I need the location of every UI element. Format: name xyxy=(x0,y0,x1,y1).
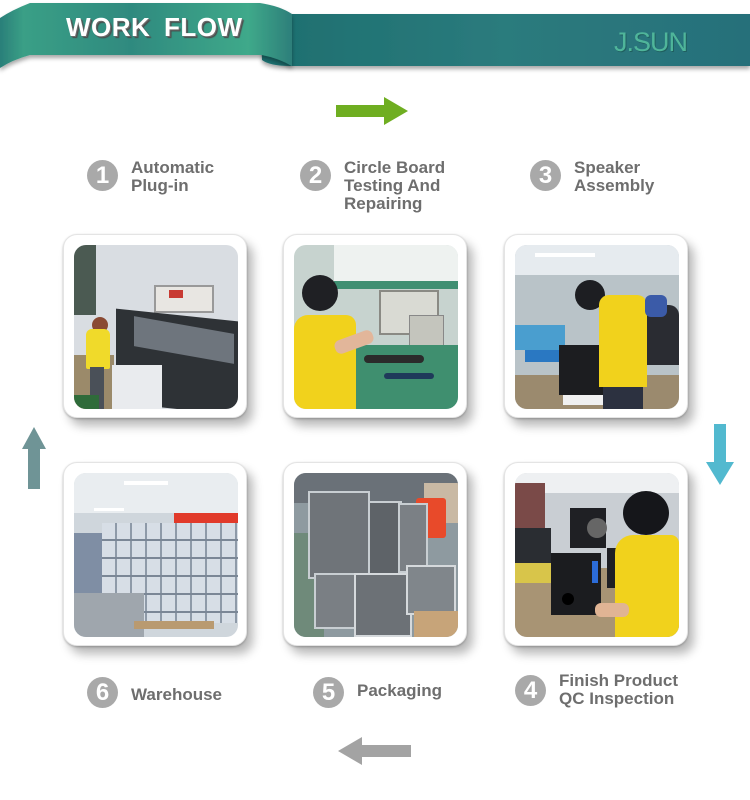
step-number-badge: 1 xyxy=(87,160,118,191)
photo-warehouse xyxy=(74,473,238,637)
step-1-label: 1 Automatic Plug-in xyxy=(87,159,214,195)
photo-automatic-plug-in xyxy=(74,245,238,409)
step-3-label: 3 Speaker Assembly xyxy=(530,159,654,195)
ribbon-graphic xyxy=(0,3,750,68)
step-4-label: 4 Finish Product QC Inspection xyxy=(515,672,678,708)
photo-card-speaker-assembly xyxy=(504,234,688,418)
arrow-right-icon xyxy=(336,97,408,125)
arrow-up-icon xyxy=(22,427,46,489)
step-2-label: 2 Circle Board Testing And Repairing xyxy=(300,159,445,213)
step-number-badge: 5 xyxy=(313,677,344,708)
step-number-badge: 6 xyxy=(87,677,118,708)
step-6-label: 6 Warehouse xyxy=(87,676,222,708)
photo-card-qc-inspection xyxy=(504,462,688,646)
photo-card-automatic-plug-in xyxy=(63,234,247,418)
photo-card-packaging xyxy=(283,462,467,646)
brand-logo: J.SUN xyxy=(614,27,688,57)
arrow-down-icon xyxy=(706,424,734,485)
photo-card-warehouse xyxy=(63,462,247,646)
step-number-badge: 2 xyxy=(300,160,331,191)
photo-packaging xyxy=(294,473,458,637)
arrow-left-icon xyxy=(338,737,411,765)
step-5-label: 5 Packaging xyxy=(313,676,442,708)
photo-speaker-assembly xyxy=(515,245,679,409)
header-banner: WORK FLOW J.SUN xyxy=(0,0,750,75)
step-title: Automatic Plug-in xyxy=(131,158,215,195)
step-number-badge: 3 xyxy=(530,160,561,191)
step-title: Packaging xyxy=(357,681,443,700)
step-title: Finish Product QC Inspection xyxy=(559,671,678,708)
photo-qc-inspection xyxy=(515,473,679,637)
step-title: Circle Board Testing And Repairing xyxy=(344,158,446,213)
photo-circle-board-testing xyxy=(294,245,458,409)
step-title: Speaker Assembly xyxy=(574,158,655,195)
step-title: Warehouse xyxy=(131,685,223,704)
banner-title: WORK FLOW xyxy=(66,12,243,42)
photo-card-circle-board-testing xyxy=(283,234,467,418)
step-number-badge: 4 xyxy=(515,675,546,706)
